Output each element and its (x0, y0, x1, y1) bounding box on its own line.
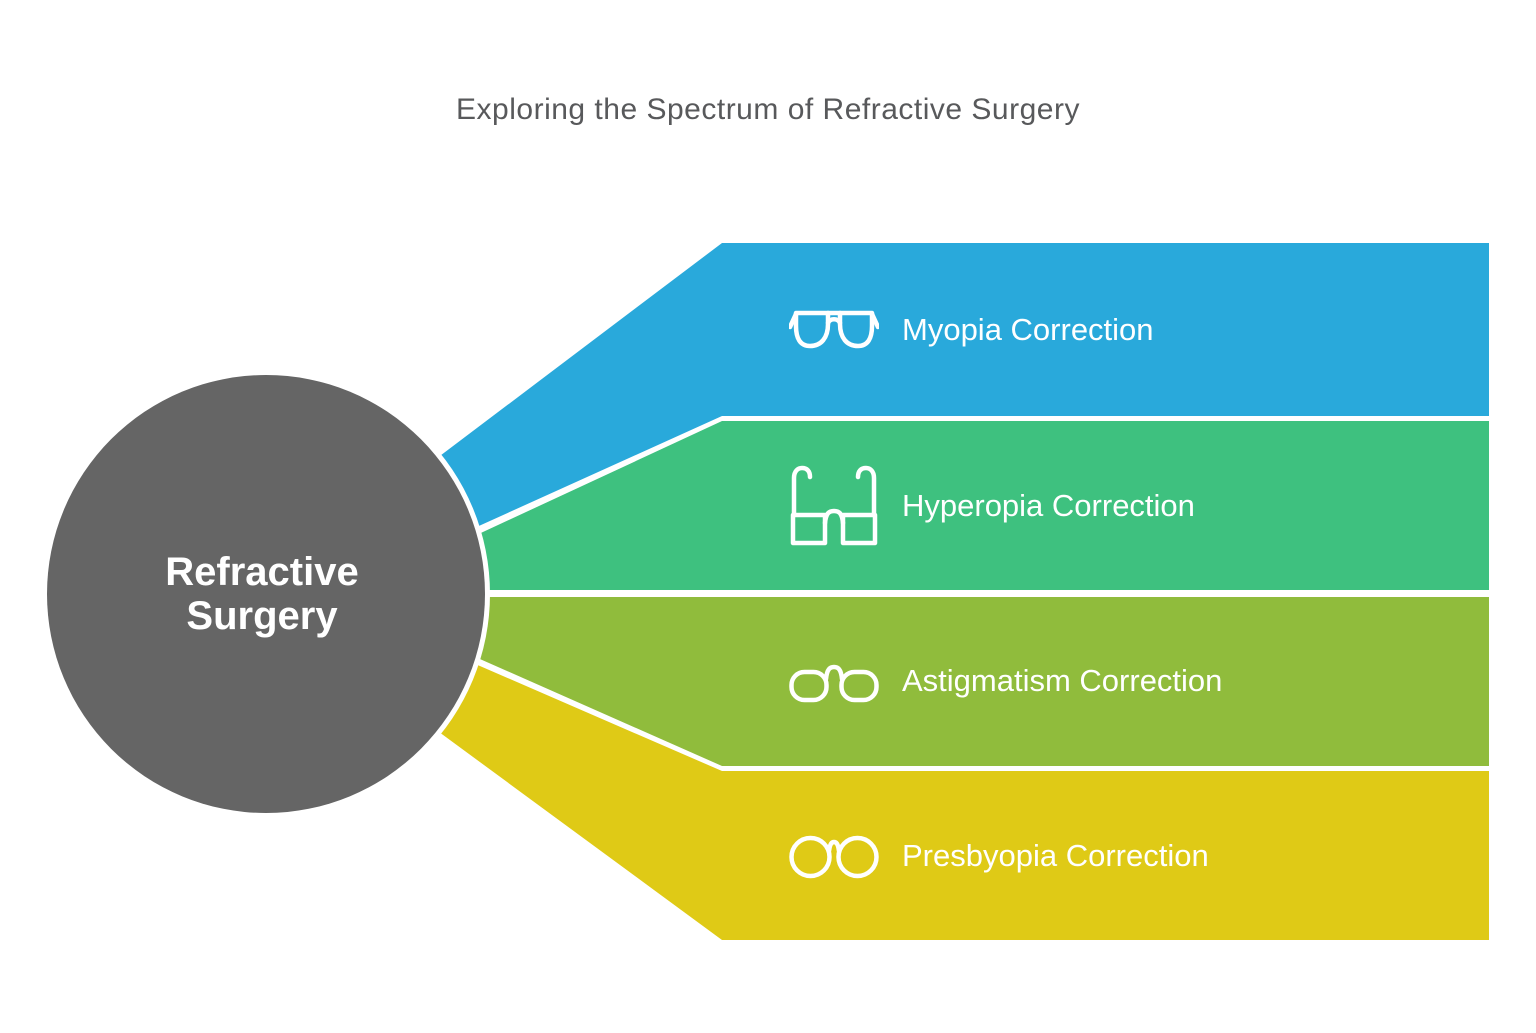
band-hyperopia (455, 421, 1489, 590)
branch-row-presbyopia: Presbyopia Correction (789, 816, 1209, 896)
branch-label: Hyperopia Correction (902, 488, 1195, 523)
branch-label: Presbyopia Correction (902, 838, 1209, 873)
branch-label: Myopia Correction (902, 312, 1154, 347)
folded-glasses-icon (790, 465, 878, 546)
round-glasses-icon (789, 835, 879, 879)
branch-label: Astigmatism Correction (902, 663, 1223, 698)
page-title: Exploring the Spectrum of Refractive Sur… (456, 93, 1080, 126)
branch-row-astigmatism: Astigmatism Correction (789, 641, 1222, 721)
band-presbyopia (420, 653, 1489, 940)
band-myopia (420, 243, 1489, 539)
center-node (47, 375, 485, 813)
band-astigmatism (455, 597, 1489, 766)
branch-row-myopia: Myopia Correction (789, 290, 1154, 370)
center-node-label: Refractive Surgery (165, 550, 359, 638)
rimmed-glasses-icon (789, 664, 879, 703)
branch-row-hyperopia: Hyperopia Correction (789, 465, 1195, 546)
aviator-glasses-icon (789, 310, 879, 349)
